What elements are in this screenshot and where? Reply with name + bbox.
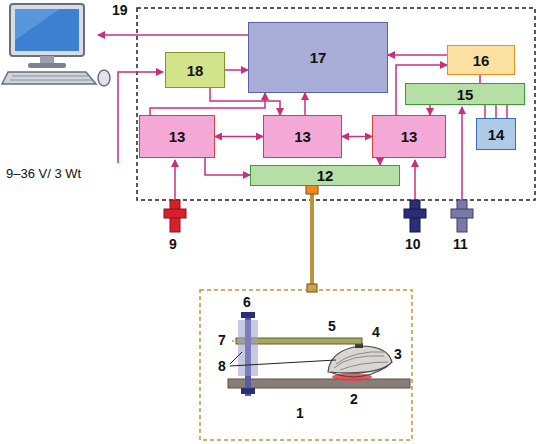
block-number: 14 bbox=[488, 126, 505, 143]
callout-number: 5 bbox=[328, 318, 336, 334]
callout-number: 11 bbox=[453, 236, 468, 252]
memory-box: 16 bbox=[447, 45, 515, 75]
callout-number: 1 bbox=[296, 405, 304, 421]
signal-connector bbox=[388, 54, 447, 56]
block-number: 16 bbox=[473, 52, 490, 69]
signal-connector bbox=[205, 158, 250, 175]
signal-connector bbox=[429, 105, 431, 115]
interface-box: 18 bbox=[165, 52, 225, 88]
signal-connector bbox=[479, 75, 481, 83]
cable-plug bbox=[307, 284, 317, 292]
signal-connector bbox=[484, 105, 486, 118]
amplifier-box: 13 bbox=[263, 115, 342, 158]
callout-number: 10 bbox=[405, 236, 421, 252]
signal-connector bbox=[506, 105, 508, 118]
processor-box: 17 bbox=[248, 22, 388, 93]
input-line bbox=[174, 160, 176, 204]
block-number: 12 bbox=[317, 167, 334, 184]
sensor-cable bbox=[310, 190, 314, 288]
input-line bbox=[461, 107, 463, 204]
signal-connector bbox=[379, 158, 381, 165]
block-number: 17 bbox=[310, 49, 327, 66]
amplifier-box: 13 bbox=[139, 115, 215, 158]
callout-number: 19 bbox=[112, 2, 128, 18]
block-number: 13 bbox=[169, 128, 186, 145]
cable-plug bbox=[306, 185, 318, 194]
signal-connector bbox=[304, 93, 306, 115]
signal-connector bbox=[150, 93, 265, 115]
supply-note: 9–36 V/ 3 Wt bbox=[6, 166, 81, 181]
callout-number: 4 bbox=[372, 324, 380, 340]
connector-plug bbox=[451, 200, 473, 232]
callout-number: 2 bbox=[350, 391, 358, 407]
signal-connector bbox=[215, 136, 263, 138]
block-number: 18 bbox=[187, 62, 204, 79]
callout-number: 8 bbox=[218, 358, 226, 374]
signal-connector bbox=[225, 69, 248, 71]
input-line bbox=[414, 160, 416, 204]
callout-number: 9 bbox=[169, 236, 177, 252]
signal-connector bbox=[495, 105, 497, 118]
sensor-interface-box: 12 bbox=[250, 165, 400, 186]
connector-plug bbox=[404, 200, 426, 232]
callout-number: 6 bbox=[243, 294, 251, 310]
amplifier-box: 13 bbox=[372, 115, 446, 158]
block-number: 13 bbox=[401, 128, 418, 145]
block-number: 13 bbox=[294, 128, 311, 145]
adc-box: 15 bbox=[405, 83, 525, 105]
sensor-box bbox=[200, 290, 412, 440]
callout-number: 3 bbox=[394, 346, 402, 362]
mussel-sensor-illustration bbox=[228, 312, 410, 396]
data-link bbox=[98, 34, 248, 36]
callout-number: 7 bbox=[218, 332, 226, 348]
signal-connector bbox=[342, 136, 372, 138]
block-number: 15 bbox=[457, 86, 474, 103]
device-housing bbox=[137, 8, 535, 200]
computer-icon bbox=[2, 4, 110, 86]
clock-box: 14 bbox=[476, 118, 516, 150]
connector-plug bbox=[164, 200, 186, 232]
